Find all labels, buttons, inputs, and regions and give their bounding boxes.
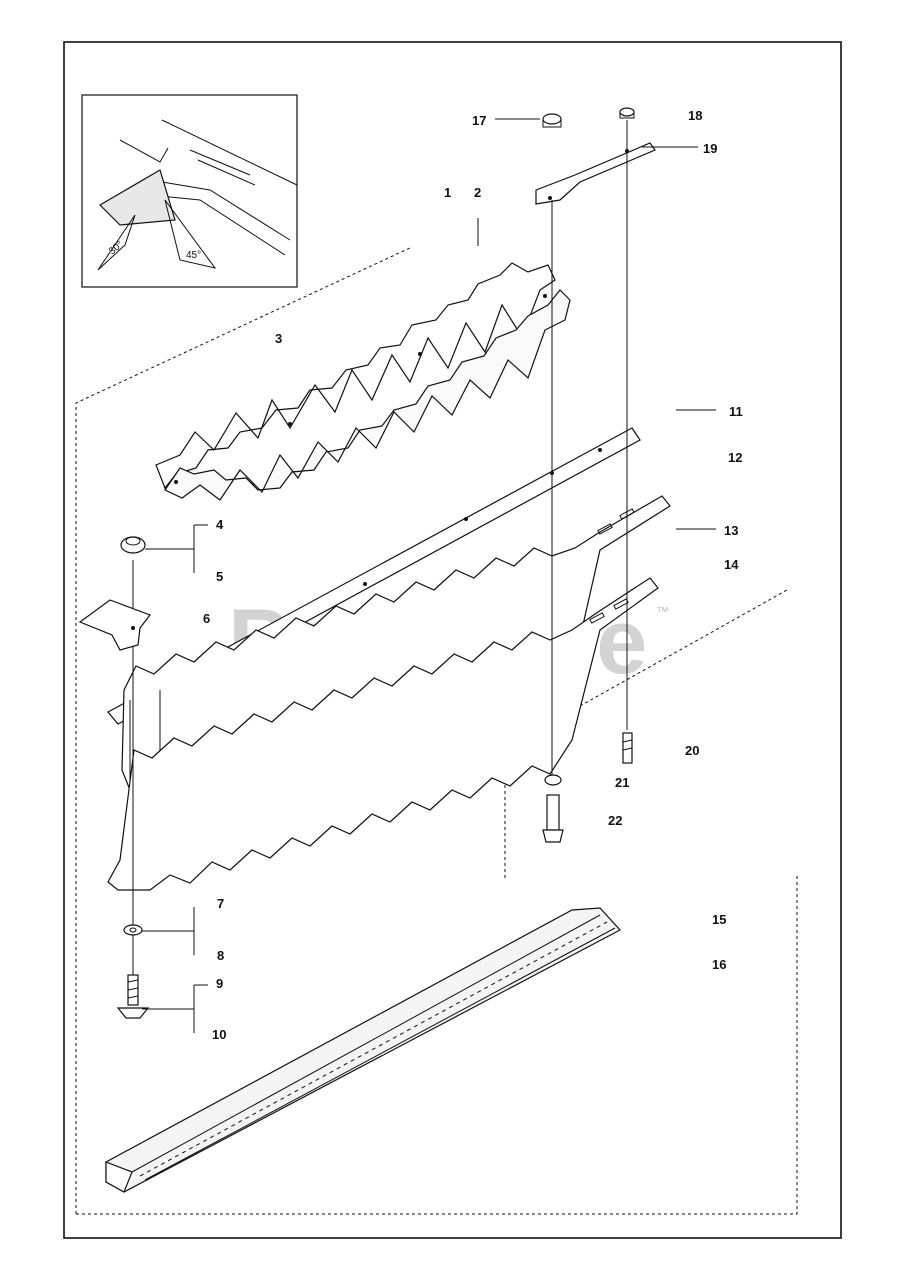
- svg-text:™: ™: [656, 604, 669, 619]
- callout-5: 5: [216, 569, 223, 584]
- callout-11: 11: [729, 404, 743, 419]
- leader-9-10: [142, 984, 208, 1033]
- nut-17: [542, 113, 562, 128]
- group-boundary-main: [75, 246, 413, 1214]
- callout-19: 19: [703, 141, 717, 156]
- callout-13: 13: [724, 523, 738, 538]
- washer-18: [619, 107, 635, 119]
- washer-7-8: [123, 924, 143, 936]
- inset-detail: 30° 45°: [81, 94, 298, 288]
- callout-18: 18: [688, 108, 702, 123]
- guide-plate-6: [78, 599, 151, 651]
- callout-16: 16: [712, 957, 726, 972]
- upper-cutting-blade: [155, 262, 571, 501]
- group-boundary-right: [504, 589, 788, 878]
- callout-15: 15: [712, 912, 726, 927]
- callout-3: 3: [275, 331, 282, 346]
- callout-1: 1: [444, 185, 451, 200]
- callout-10: 10: [212, 1027, 226, 1042]
- diagram-frame: [63, 41, 842, 1239]
- clamp-plate: [535, 142, 656, 205]
- callout-8: 8: [217, 948, 224, 963]
- callout-12: 12: [728, 450, 742, 465]
- callout-9: 9: [216, 976, 223, 991]
- leader-7-8: [142, 907, 195, 955]
- screw-9-10: [116, 974, 150, 1019]
- screw-20-21: [622, 732, 633, 764]
- blade-cover: [105, 907, 621, 1193]
- callout-14: 14: [724, 557, 739, 572]
- group-boundary-bottom: [76, 875, 798, 1215]
- callout-2: 2: [474, 185, 481, 200]
- callout-17: 17: [472, 113, 486, 128]
- callout-4: 4: [216, 517, 224, 532]
- callout-22: 22: [608, 813, 622, 828]
- callout-7: 7: [217, 896, 224, 911]
- bolt-22: [542, 774, 564, 843]
- nut-4-5: [120, 536, 146, 554]
- callout-20: 20: [685, 743, 699, 758]
- leader-4-5: [145, 524, 208, 573]
- inset-angle-right: 45°: [186, 250, 201, 261]
- callout-21: 21: [615, 775, 629, 790]
- lower-cutting-blade: [107, 577, 659, 891]
- callout-6: 6: [203, 611, 210, 626]
